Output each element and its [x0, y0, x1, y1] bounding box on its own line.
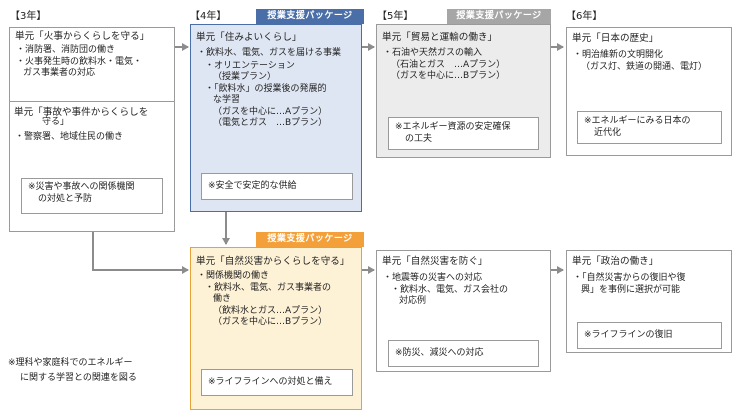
package-badge-4a: 授業支援パッケージ — [256, 9, 364, 24]
unit-trade-line-2: （石油とガス …Aプラン） — [391, 59, 506, 70]
grade-3-result-line-1: ※災害や事故への関係機関 — [28, 182, 135, 192]
unit-living-line-1: ・飲料水、電気、ガスを届ける事業 — [197, 48, 342, 58]
grade-6a-result-line-2: 近代化 — [594, 127, 622, 138]
unit-politics-line-2: 興」を事例に選択が可能 — [581, 284, 681, 295]
unit-politics-title: 単元「政治の働き」 — [572, 256, 659, 267]
grade-4a-result: ※安全で安定的な供給 — [201, 173, 353, 200]
grade-4b-box: 単元「自然災害からくらしを守る」 ・関係機関の働き ・飲料水、電気、ガス事業者の… — [190, 247, 362, 410]
unit-fire-item-1: ・消防署、消防団の働き — [16, 45, 116, 55]
arrow-3-to-4b — [92, 232, 189, 274]
grade-4-header: 【4年】 — [190, 11, 227, 22]
grade-5b-result: ※防災、減災への対応 — [388, 340, 539, 367]
unit-accident-item-1: ・警察署、地域住民の働き — [15, 132, 124, 142]
unit-prevent-line-3: 対応例 — [399, 296, 427, 306]
footnote-line-1: ※理科や家庭科でのエネルギー — [8, 358, 133, 368]
unit-living-line-7: （電気とガス …Bプラン） — [213, 118, 328, 128]
unit-prevent-title: 単元「自然災害を防ぐ」 — [382, 256, 488, 267]
unit-prevent-line-1: ・地震等の災害への対応 — [383, 273, 483, 283]
grade-3-divider — [10, 101, 175, 102]
unit-living-line-2: ・オリエンテーション — [205, 60, 295, 71]
footnote-line-2: に関する学習との関連を図る — [20, 373, 137, 383]
unit-accident-title-cont: 守る」 — [42, 117, 70, 127]
grade-5-header: 【5年】 — [377, 11, 414, 22]
grade-5a-result-line-2: の工夫 — [405, 133, 433, 144]
unit-prevent-line-2: ・飲料水、電気、ガス会社の — [391, 284, 509, 295]
unit-disaster-line-2: ・飲料水、電気、ガス事業者の — [205, 282, 332, 293]
package-badge-5a: 授業支援パッケージ — [447, 9, 551, 24]
package-badge-4b: 授業支援パッケージ — [256, 232, 364, 247]
unit-history-line-2: （ガス灯、鉄道の開通、電灯） — [581, 61, 708, 72]
unit-disaster-line-1: ・関係機関の働き — [197, 271, 270, 281]
unit-history-title: 単元「日本の歴史」 — [572, 33, 659, 44]
grade-6b-result: ※ライフラインの復旧 — [577, 322, 722, 349]
grade-6a-result-line-1: ※エネルギーにみる日本の — [584, 116, 691, 126]
grade-5a-result-line-1: ※エネルギー資源の安定確保 — [395, 122, 511, 132]
grade-3-result: ※災害や事故への関係機関 の対処と予防 — [21, 178, 163, 214]
unit-disaster-title: 単元「自然災害からくらしを守る」 — [196, 256, 350, 267]
unit-living-line-6: （ガスを中心に…Aプラン） — [213, 106, 328, 117]
grade-6a-result: ※エネルギーにみる日本の 近代化 — [577, 111, 722, 144]
grade-3-header: 【3年】 — [10, 11, 47, 22]
unit-disaster-line-5: （ガスを中心に…Bプラン） — [213, 317, 328, 327]
unit-living-line-5: な学習 — [213, 95, 241, 105]
unit-trade-line-1: ・石油や天然ガスの輸入 — [383, 48, 483, 58]
unit-fire-item-2b: ガス事業者の対応 — [23, 68, 96, 78]
grade-3-result-line-2: の対処と予防 — [38, 193, 93, 204]
grade-4b-result: ※ライフラインへの対処と備え — [201, 369, 353, 396]
unit-trade-title: 単元「貿易と運輸の働き」 — [382, 32, 498, 43]
unit-disaster-line-4: （飲料水とガス…Aプラン） — [213, 305, 328, 316]
unit-history-line-1: ・明治維新の文明開化 — [573, 50, 664, 60]
unit-fire-title: 単元「火事からくらしを守る」 — [15, 31, 150, 42]
unit-politics-line-1: ・「自然災害からの復旧や復 — [573, 273, 686, 283]
unit-disaster-line-3: 働き — [213, 294, 232, 304]
unit-living-line-3: （授業プラン） — [213, 72, 277, 82]
unit-accident-title: 単元「事故や事件からくらしを — [14, 107, 149, 118]
grade-6-header: 【6年】 — [566, 11, 603, 22]
unit-living-title: 単元「住みよいくらし」 — [196, 32, 302, 43]
unit-living-line-4: ・「飲料水」の授業後の発展的 — [205, 83, 327, 94]
grade-5a-result: ※エネルギー資源の安定確保 の工夫 — [388, 117, 539, 150]
unit-fire-item-2: ・火事発生時の飲料水・電気・ — [16, 56, 143, 67]
unit-trade-line-3: （ガスを中心に…Bプラン） — [391, 71, 506, 81]
